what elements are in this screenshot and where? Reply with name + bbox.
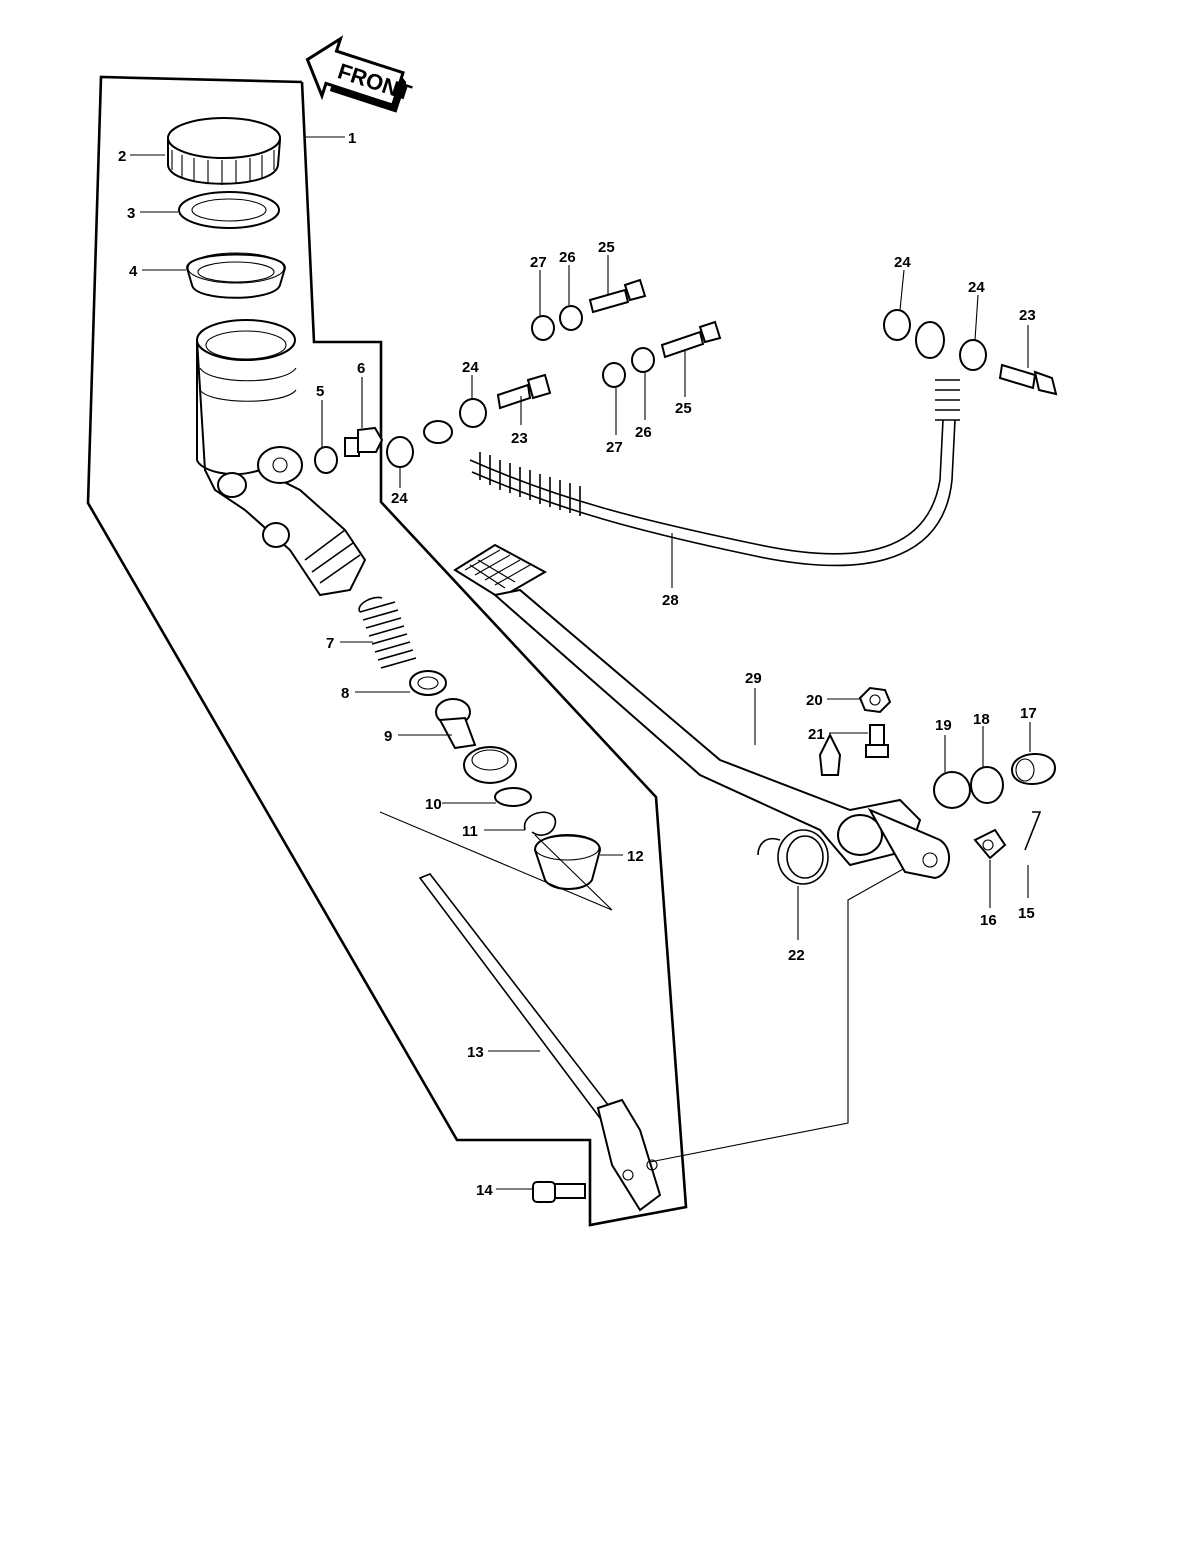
return-spring <box>757 829 829 885</box>
callout-6: 6 <box>357 360 365 377</box>
callout-27-top: 27 <box>530 254 547 271</box>
callout-16: 16 <box>980 912 997 929</box>
bolt-21 <box>865 724 889 758</box>
bleeder-bolt <box>344 426 384 457</box>
callout-18: 18 <box>973 711 990 728</box>
callout-14: 14 <box>476 1182 493 1199</box>
callout-9: 9 <box>384 728 392 745</box>
callout-4: 4 <box>129 263 138 280</box>
washer-26a <box>559 305 583 331</box>
callout-24-a: 24 <box>391 490 408 507</box>
spring <box>358 596 417 669</box>
callout-25-top: 25 <box>598 239 615 256</box>
callout-21: 21 <box>808 726 825 743</box>
callout-13: 13 <box>467 1044 484 1061</box>
washer-18 <box>970 766 1004 804</box>
callout-19: 19 <box>935 717 952 734</box>
washer-24c <box>883 309 911 341</box>
reservoir-cap <box>167 117 282 185</box>
circlip <box>523 811 557 836</box>
washer-24d <box>959 339 987 371</box>
washer-19 <box>933 771 971 809</box>
diaphragm-plate <box>178 191 280 229</box>
piston <box>435 698 517 784</box>
washer-5 <box>314 446 338 474</box>
callout-25-bottom: 25 <box>675 400 692 417</box>
washer-27a <box>531 315 555 341</box>
adjuster-clip <box>973 828 1007 860</box>
acorn-nut <box>1010 753 1057 785</box>
assembly-outline <box>86 75 688 1227</box>
callout-20: 20 <box>806 692 823 709</box>
callout-23-right: 23 <box>1019 307 1036 324</box>
callout-8: 8 <box>341 685 349 702</box>
callout-26-bottom: 26 <box>635 424 652 441</box>
washer-10 <box>494 787 532 807</box>
washer-26b <box>631 347 655 373</box>
washer-27b <box>602 362 626 388</box>
callout-24-b: 24 <box>462 359 479 376</box>
callout-numbers: 1 2 3 4 5 6 7 8 9 10 11 12 13 14 15 16 1… <box>118 130 1037 1199</box>
callout-22: 22 <box>788 947 805 964</box>
callout-24-c: 24 <box>894 254 911 271</box>
callout-2: 2 <box>118 148 126 165</box>
cotter-pin <box>1024 811 1042 851</box>
union-bolt-25-bottom <box>660 320 722 359</box>
callout-27-bottom: 27 <box>606 439 623 456</box>
callout-5: 5 <box>316 383 324 400</box>
union-bolt-23-right <box>998 363 1058 396</box>
clevis-pin <box>532 1181 586 1203</box>
nut-20 <box>858 686 892 714</box>
washer-24b <box>459 398 487 428</box>
callout-15: 15 <box>1018 905 1035 922</box>
callout-17: 17 <box>1020 705 1037 722</box>
dust-boot <box>533 834 602 890</box>
push-rod <box>418 873 662 1212</box>
union-bolt-25-top <box>588 278 647 314</box>
leader-lines <box>130 136 1031 1190</box>
callout-10: 10 <box>425 796 442 813</box>
callout-7: 7 <box>326 635 334 652</box>
link-line <box>649 867 906 1163</box>
boot-bracket <box>379 811 613 911</box>
union-bolt-23-left <box>496 373 552 410</box>
callout-11: 11 <box>462 823 478 840</box>
callout-23-left: 23 <box>511 430 528 447</box>
callout-26-top: 26 <box>559 249 576 266</box>
callout-12: 12 <box>627 848 644 865</box>
front-arrow: FRONT <box>305 35 415 113</box>
brake-hose <box>423 321 960 567</box>
callout-1: 1 <box>348 130 356 147</box>
seal-cup <box>409 670 447 696</box>
callout-3: 3 <box>127 205 135 222</box>
diaphragm <box>185 252 287 299</box>
callout-28: 28 <box>662 592 679 609</box>
master-cylinder-body <box>196 319 367 597</box>
washer-24a <box>386 436 414 468</box>
callout-29: 29 <box>745 670 762 687</box>
brake-pedal <box>453 543 950 880</box>
callout-24-d: 24 <box>968 279 985 296</box>
